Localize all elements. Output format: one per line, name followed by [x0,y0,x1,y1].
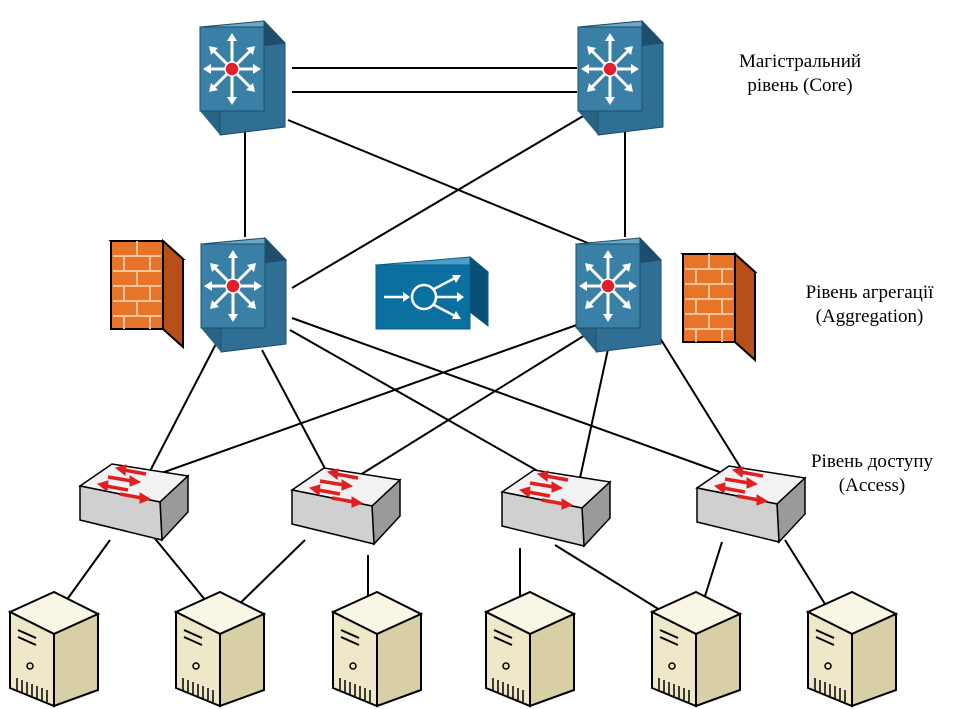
access-server-link [784,539,831,613]
server-icon [651,591,741,707]
core-switch-icon [198,19,287,137]
aggregation-layer-label: Рівень агрегації (Aggregation) [782,281,957,329]
firewall-icon [110,240,184,348]
core-layer-label-line1: Магістральний [738,51,862,72]
firewall-icon [682,253,756,361]
agg-access-link [127,321,586,486]
agg-access-link [351,331,591,481]
access-layer-label-line1: Рівень доступу [810,451,933,472]
agg-access-link [261,349,331,479]
agg-access-link [579,339,611,479]
access-switch-icon [290,466,402,546]
server-icon [485,591,575,707]
core-layer-label: Магістральний рівень (Core) [710,50,890,98]
server-icon [332,591,422,707]
access-switch-icon [78,462,190,542]
core-layer-label-line2: рівень (Core) [747,75,853,96]
server-icon [175,591,265,707]
access-layer-label: Рівень доступу (Access) [787,450,957,498]
access-layer-label-line2: (Access) [838,475,906,496]
agg-access-link [654,329,743,471]
server-icon [9,591,99,707]
core-agg-link [291,111,591,289]
core-switch-icon [576,19,665,137]
aggregation-layer-label-line1: Рівень агрегації [805,282,934,303]
agg-access-link [291,317,743,481]
access-server-link [554,544,669,616]
aggregation-switch-icon [574,236,663,354]
aggregation-switch-icon [199,236,288,354]
agg-access-link [289,329,551,479]
core-agg-link [287,119,601,249]
aggregation-layer-label-line2: (Aggregation) [815,306,924,327]
server-icon [807,591,897,707]
load-balancer-icon [374,255,490,330]
access-switch-icon [500,468,612,548]
network-links [57,67,831,616]
